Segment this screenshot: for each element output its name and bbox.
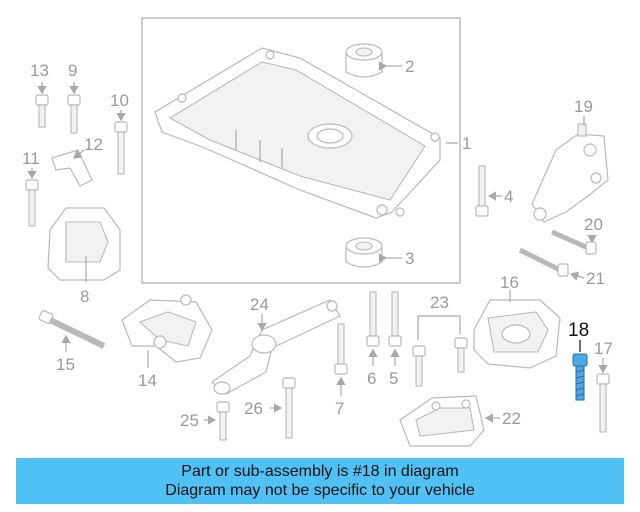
part-19-bracket[interactable]	[531, 116, 609, 223]
part-18-bolt-highlighted[interactable]	[572, 340, 588, 401]
callout-23: 23	[430, 293, 449, 312]
part-14-transmission-mount[interactable]	[121, 294, 213, 368]
part-17-bolt[interactable]	[596, 358, 610, 433]
callout-5: 5	[389, 369, 398, 388]
callout-17: 17	[594, 339, 613, 358]
part-20-bolt[interactable]	[550, 229, 597, 255]
part-13-bolt[interactable]	[35, 82, 49, 128]
part-6-bolt[interactable]	[366, 291, 380, 366]
part-22-mount[interactable]	[399, 395, 500, 447]
callout-15: 15	[56, 355, 75, 374]
part-9-bolt[interactable]	[67, 82, 81, 134]
callout-21: 21	[586, 269, 605, 288]
callout-24: 24	[250, 295, 269, 314]
part-25-bolt[interactable]	[204, 401, 230, 441]
callout-2: 2	[405, 57, 414, 76]
callout-14: 14	[138, 371, 157, 390]
part-10-bolt[interactable]	[114, 110, 128, 175]
part-4-bolt[interactable]	[475, 165, 502, 217]
callout-25: 25	[180, 411, 199, 430]
part-15-bolt[interactable]	[38, 309, 106, 352]
callout-20: 20	[584, 215, 603, 234]
callout-19: 19	[574, 97, 593, 116]
callout-11: 11	[22, 149, 40, 168]
callout-22: 22	[502, 409, 521, 428]
callout-26: 26	[244, 399, 263, 418]
callout-4: 4	[504, 187, 513, 206]
callout-3: 3	[405, 249, 414, 268]
part-16-mount[interactable]	[473, 290, 561, 369]
callout-13: 13	[30, 61, 49, 80]
part-8-engine-mount[interactable]	[47, 207, 121, 282]
subframe-inset-frame	[141, 17, 461, 284]
part-5-bolt[interactable]	[388, 291, 402, 366]
callout-8: 8	[80, 287, 89, 306]
callout-16: 16	[500, 273, 519, 292]
callout-1: 1	[462, 134, 471, 153]
banner-line-1: Part or sub-assembly is #18 in diagram	[181, 463, 459, 480]
callout-10: 10	[110, 91, 129, 110]
part-7-bolt[interactable]	[334, 323, 348, 396]
banner-line-2: Diagram may not be specific to your vehi…	[165, 482, 475, 499]
notice-banner: Part or sub-assembly is #18 in diagram D…	[16, 458, 624, 504]
callout-6: 6	[367, 369, 376, 388]
part-11-bolt[interactable]	[25, 168, 39, 227]
part-23-bolts[interactable]	[412, 315, 468, 387]
part-26-bolt[interactable]	[270, 377, 296, 439]
part-24-torque-rod[interactable]	[211, 299, 341, 395]
callout-12: 12	[84, 135, 103, 154]
part-21-bolt[interactable]	[518, 247, 585, 281]
part-1-subframe[interactable]	[154, 47, 441, 219]
part-3-bushing[interactable]	[345, 237, 402, 268]
callout-9: 9	[68, 61, 77, 80]
callout-18: 18	[568, 320, 589, 341]
callout-7: 7	[335, 399, 344, 418]
part-2-bushing[interactable]	[345, 43, 402, 78]
part-12-bracket[interactable]	[51, 149, 93, 187]
